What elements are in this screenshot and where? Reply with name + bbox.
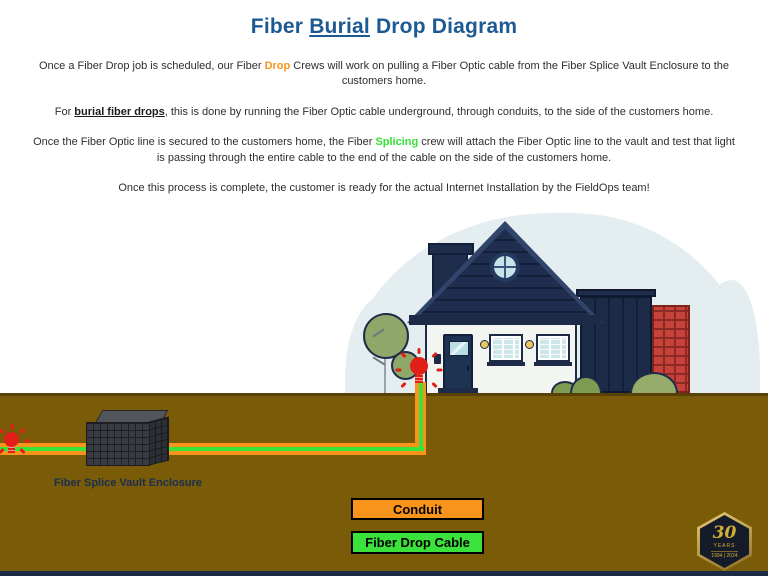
roof-eave — [409, 315, 601, 325]
light-ray — [19, 427, 26, 435]
light-ray — [395, 368, 402, 372]
door-window — [449, 341, 469, 356]
door-knob — [467, 366, 469, 371]
window-sill-left — [487, 362, 525, 366]
light-ray — [0, 427, 5, 435]
front-window-left — [489, 334, 523, 362]
light-ray — [400, 351, 407, 359]
paragraph-schedule: Once a Fiber Drop job is scheduled, our … — [30, 59, 738, 90]
p3-text-b: crew will attach the Fiber Optic line to… — [156, 136, 735, 164]
fiber-splice-vault-icon — [84, 408, 172, 466]
side-extension-cap — [576, 289, 656, 297]
utility-box — [434, 354, 441, 364]
vault-front-face — [86, 422, 150, 466]
bulb-glass — [4, 432, 19, 447]
badge-year-range: 1994 | 2024 — [711, 550, 738, 559]
window-sill-right — [534, 362, 572, 366]
porch-light-left — [480, 340, 489, 349]
p1-text-a: Once a Fiber Drop job is scheduled, our … — [38, 60, 265, 72]
front-window-right — [536, 334, 570, 362]
paragraph-splicing: Once the Fiber Optic line is secured to … — [30, 135, 738, 166]
light-ray — [400, 381, 407, 389]
chimney-cap — [428, 243, 474, 255]
bulb-base — [8, 447, 15, 453]
badge-number: 30 — [712, 522, 737, 543]
legend-fiber-drop-cable: Fiber Drop Cable — [351, 531, 484, 554]
legend-conduit: Conduit — [351, 498, 484, 520]
vault-side-face — [149, 416, 169, 466]
title-part2: Drop Diagram — [369, 15, 518, 38]
light-ray — [417, 348, 421, 354]
footer-strip — [0, 571, 768, 576]
vault-label: Fiber Splice Vault Enclosure — [54, 477, 202, 489]
p4-text: Once this process is complete, the custo… — [118, 181, 650, 194]
page-title: Fiber Burial Drop Diagram — [0, 15, 768, 39]
header-text-block: Fiber Burial Drop Diagram Once a Fiber D… — [0, 0, 768, 211]
p1-highlight-drop: Drop — [264, 60, 291, 72]
bulb-base — [415, 375, 423, 383]
p1-text-b: Crews will work on pulling a Fiber Optic… — [290, 60, 730, 88]
p2-highlight-burial-fiber-drops: burial fiber drops — [74, 105, 165, 118]
signal-light-bulb-icon-house — [395, 348, 443, 392]
title-part1: Fiber — [250, 15, 310, 38]
light-ray — [19, 447, 26, 455]
porch-light-right — [525, 340, 534, 349]
fiber-drop-cable-vertical — [419, 382, 423, 451]
signal-light-bulb-icon-left — [0, 424, 31, 458]
fiber-drop-cable-horizontal — [0, 447, 424, 451]
paragraph-complete: Once this process is complete, the custo… — [30, 181, 738, 196]
light-ray — [10, 424, 14, 430]
title-underlined-word: Burial — [309, 15, 370, 38]
light-ray — [436, 368, 443, 372]
door-step — [438, 388, 478, 393]
light-ray — [431, 381, 438, 389]
p2-text-b: , this is done by running the Fiber Opti… — [164, 105, 714, 118]
tree-trunk — [384, 344, 386, 394]
light-ray — [24, 439, 31, 443]
paragraph-burial: For burial fiber drops, this is done by … — [30, 105, 738, 120]
p3-text-a: Once the Fiber Optic line is secured to … — [33, 136, 376, 149]
p3-highlight-splicing: Splicing — [375, 136, 419, 149]
p2-text-a: For — [54, 105, 75, 118]
legend-conduit-label: Conduit — [392, 501, 443, 517]
bulb-glass — [410, 357, 428, 375]
attic-window-frame-horizontal — [494, 266, 516, 268]
light-ray — [431, 351, 438, 359]
light-ray — [0, 447, 5, 455]
legend-fiber-drop-cable-label: Fiber Drop Cable — [365, 535, 470, 550]
badge-inner: 30 YEARS 1994 | 2024 — [700, 515, 749, 568]
badge-years-label: YEARS — [713, 542, 736, 549]
